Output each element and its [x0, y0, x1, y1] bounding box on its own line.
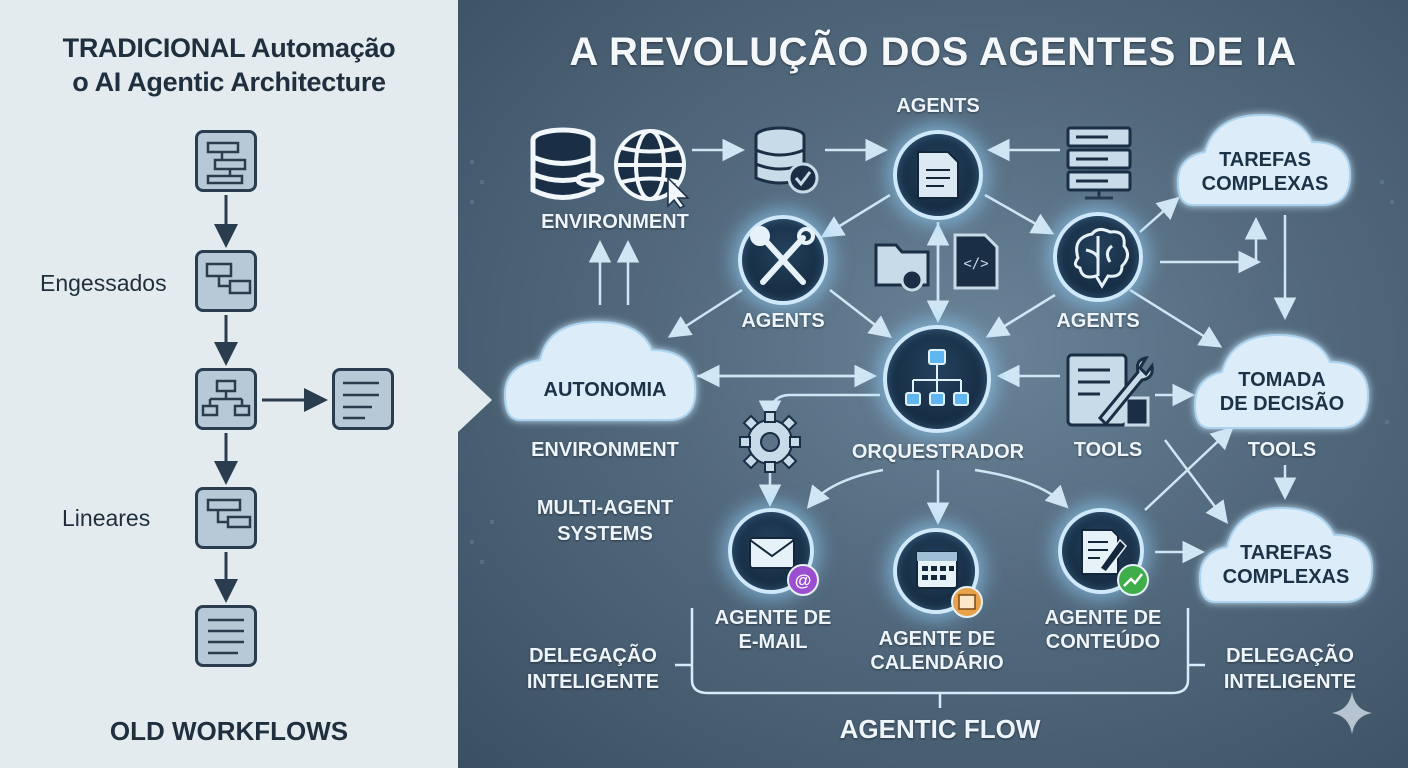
label-email-agent-line1: AGENTE DE [714, 607, 832, 629]
server-icon [1066, 126, 1132, 200]
label-tools-right: TOOLS [1247, 439, 1317, 461]
gear-icon [739, 411, 801, 473]
label-autonomia: AUTONOMIA [543, 379, 667, 401]
left-title-line1: TRADICIONAL Automação [62, 33, 396, 63]
label-calendar-agent-line2: CALENDÁRIO [870, 652, 1004, 674]
svg-text:@: @ [795, 571, 812, 590]
globe-icon [614, 129, 690, 209]
document-icon [195, 605, 257, 667]
main-title: A REVOLUÇÃO DOS AGENTES DE IA [569, 30, 1297, 74]
database-check-icon [754, 126, 819, 194]
tools-icon [750, 226, 815, 285]
label-engessados: Engessados [40, 270, 167, 296]
label-agents-top: AGENTS [896, 95, 980, 117]
label-lineares: Lineares [62, 505, 151, 531]
label-delegacao-left-line1: DELEGAÇÃO [529, 645, 657, 667]
label-multi-agent-line2: SYSTEMS [557, 523, 653, 545]
content-edit-icon [1081, 529, 1149, 596]
database-icon [530, 127, 605, 200]
label-delegacao-right-line2: INTELIGENTE [1223, 671, 1357, 693]
old-workflows-label: OLD WORKFLOWS [109, 716, 349, 746]
label-content-agent-line1: AGENTE DE [1044, 607, 1162, 629]
label-agents-left: AGENTS [741, 310, 825, 332]
label-tarefas-top-line2: COMPLEXAS [1201, 173, 1329, 195]
tools-icon [1066, 353, 1154, 427]
brain-icon [1073, 227, 1129, 289]
label-tarefas-bot-line1: TAREFAS [1240, 542, 1332, 564]
label-tomada-line2: DE DECISÃO [1219, 393, 1345, 415]
label-calendar-agent-line1: AGENTE DE [878, 628, 996, 650]
label-agents-right: AGENTS [1056, 310, 1140, 332]
label-orquestrador: ORQUESTRADOR [851, 441, 1025, 463]
label-tomada-line1: TOMADA [1238, 369, 1326, 391]
email-icon: @ [749, 537, 819, 596]
label-email-agent-line2: E-MAIL [738, 631, 808, 653]
sparkle-icon [1332, 692, 1372, 734]
calendar-icon [916, 551, 983, 618]
label-delegacao-right-line1: DELEGAÇÃO [1226, 645, 1354, 667]
label-delegacao-left-line2: INTELIGENTE [526, 671, 660, 693]
label-environment-top: ENVIRONMENT [541, 211, 689, 233]
svg-text:</>: </> [963, 256, 988, 272]
label-environment-mid: ENVIRONMENT [531, 439, 679, 461]
label-content-agent-line2: CONTEÚDO [1045, 631, 1161, 653]
label-agentic-flow: AGENTIC FLOW [839, 714, 1041, 744]
label-tarefas-bot-line2: COMPLEXAS [1222, 566, 1350, 588]
code-file-icon: </> [953, 233, 999, 290]
left-title-line2: o AI Agentic Architecture [72, 67, 386, 97]
label-multi-agent-line1: MULTI-AGENT [536, 497, 674, 519]
document-icon [332, 368, 394, 430]
label-tarefas-top-line1: TAREFAS [1219, 149, 1311, 171]
cloud-icon [503, 113, 1374, 603]
document-icon [917, 151, 959, 199]
folder-icon [874, 243, 930, 292]
orchestrator-icon [905, 349, 969, 406]
label-tools-mid: TOOLS [1073, 439, 1143, 461]
